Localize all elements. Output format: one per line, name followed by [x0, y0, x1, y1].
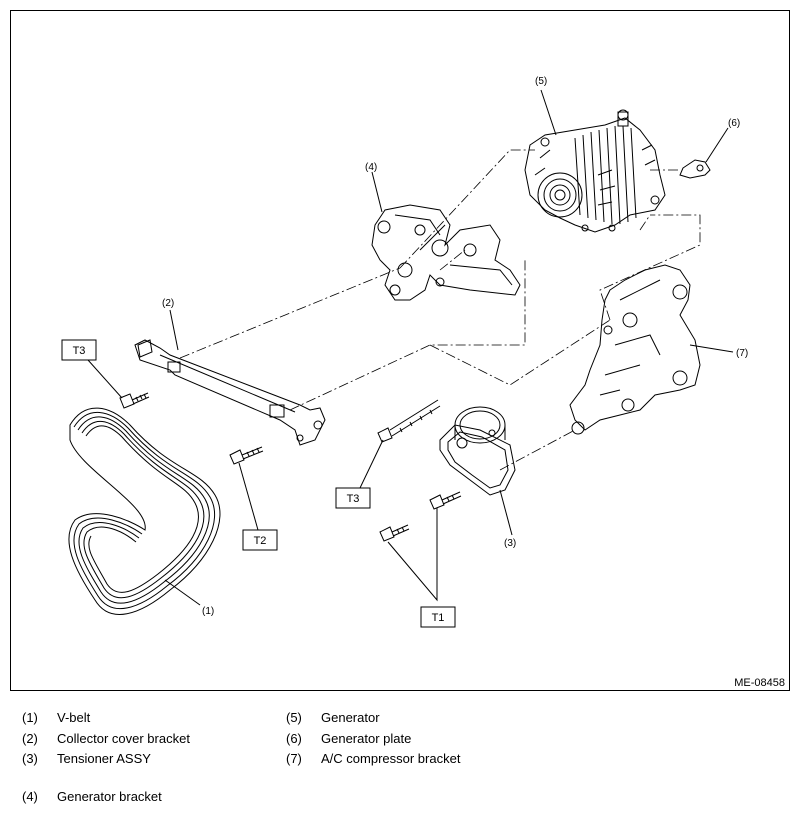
leader-t3-right [359, 439, 384, 489]
diagram-frame [10, 10, 790, 691]
callout-4: (4) [365, 162, 377, 173]
leader-t3-left [87, 359, 123, 399]
callout-1: (1) [202, 606, 214, 617]
legend-item: (4) Generator bracket [22, 787, 190, 808]
torque-box-t2 [242, 529, 278, 551]
legend-name: A/C compressor bracket [321, 751, 461, 766]
legend-name: Generator plate [321, 730, 412, 746]
v-belt [68, 407, 221, 615]
torque-label-t1: T1 [432, 612, 445, 624]
callout-7: (7) [736, 348, 748, 359]
generator [524, 109, 666, 233]
callout-2: (2) [162, 298, 174, 309]
legend-item: (5) Generator [286, 708, 460, 729]
bolt-t1-lower [379, 524, 410, 542]
legend-name: Collector cover bracket [57, 730, 190, 746]
legend-item: (2) Collector cover bracket [22, 729, 190, 750]
callout-3: (3) [504, 538, 516, 549]
legend-name: Generator bracket [57, 788, 162, 804]
torque-label-t3-left: T3 [73, 345, 86, 357]
legend-name: Generator [321, 710, 380, 725]
bolt-t2 [229, 446, 264, 465]
leader-t2 [238, 462, 259, 531]
legend-number: (7) [286, 751, 302, 766]
legend-left: (1) V-belt (2) Collector cover bracket (… [22, 708, 190, 807]
legend-number: (4) [22, 788, 38, 804]
legend-item: (3) Tensioner ASSY [22, 749, 190, 770]
leader-t1 [387, 508, 438, 602]
legend-item: (7) A/C compressor bracket [286, 749, 460, 770]
figure-id: ME-08458 [734, 677, 785, 689]
alignment-lines [179, 149, 701, 471]
legend-name: V-belt [57, 710, 91, 725]
bolt-t1-upper [429, 491, 462, 510]
callout-5: (5) [535, 76, 547, 87]
callout-6: (6) [728, 118, 740, 129]
torque-box-t3-right [335, 487, 371, 509]
collector-cover-bracket [134, 339, 326, 446]
legend-item: (1) V-belt [22, 708, 190, 729]
torque-label-t2: T2 [254, 535, 267, 547]
ac-compressor-bracket [569, 264, 734, 435]
generator-plate [679, 127, 729, 179]
callout-leaders [164, 89, 557, 606]
torque-box-t3-left [61, 339, 97, 361]
legend-number: (1) [22, 710, 38, 725]
torque-box-t1 [420, 606, 456, 628]
legend-number: (6) [286, 730, 302, 746]
generator-bracket [371, 204, 521, 301]
legend-item: (6) Generator plate [286, 729, 460, 750]
torque-label-t3-right: T3 [347, 493, 360, 505]
bolt-long-t3 [377, 399, 441, 443]
bolt-left-t3 [119, 392, 150, 409]
legend-right: (5) Generator (6) Generator plate (7) A/… [286, 708, 460, 770]
legend-number: (5) [286, 710, 302, 725]
legend-name: Tensioner ASSY [57, 751, 151, 766]
legend-number: (3) [22, 751, 38, 766]
legend-number: (2) [22, 730, 38, 746]
tensioner-assy [439, 406, 516, 536]
